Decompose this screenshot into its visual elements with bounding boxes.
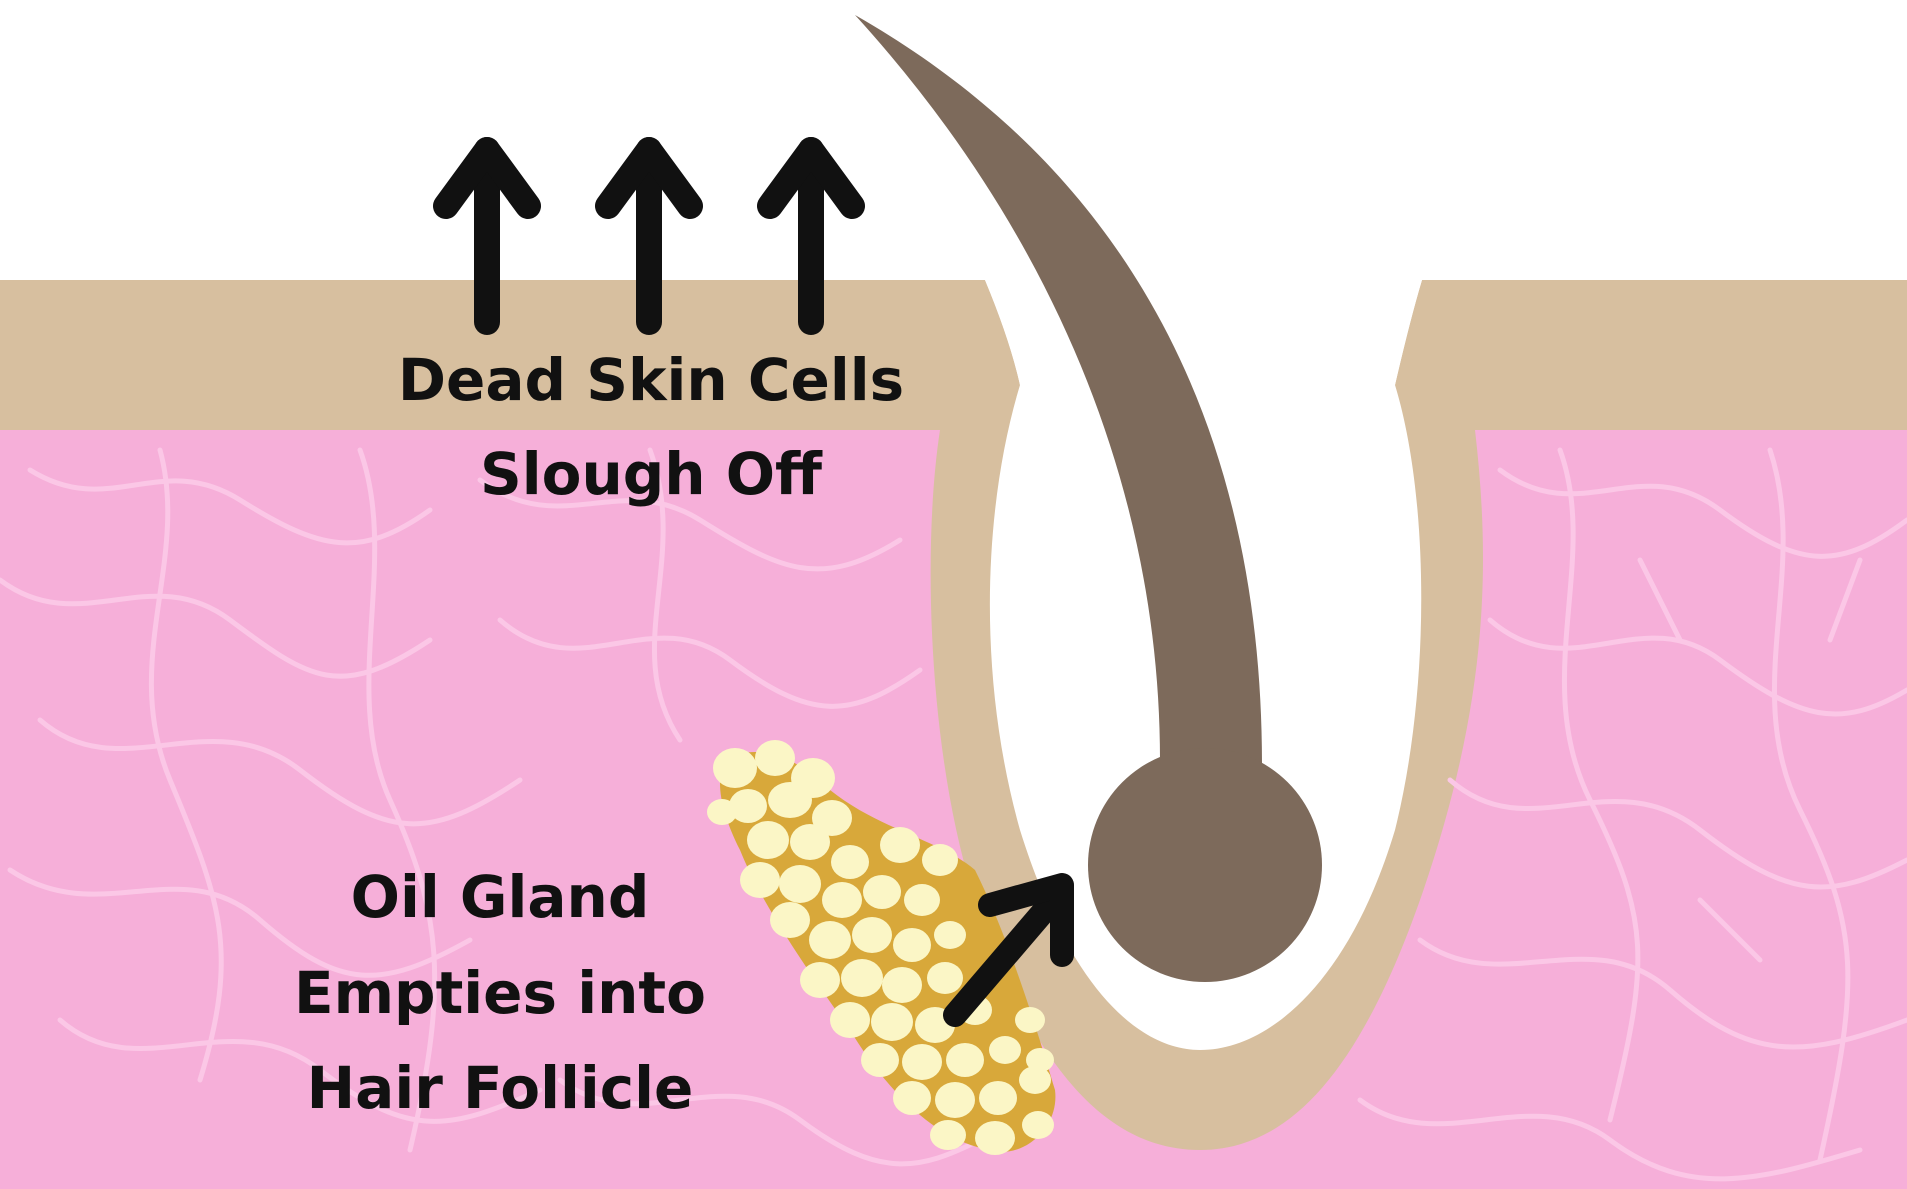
up-arrow-3 (757, 137, 865, 335)
oil-cell (770, 902, 810, 938)
oil-cell (893, 1081, 931, 1115)
up-arrow-1 (433, 137, 541, 335)
oil-cell (809, 921, 851, 959)
oil-cell (902, 1044, 942, 1080)
dead-skin-label-line2: Slough Off (480, 440, 823, 508)
dermis-layer (0, 430, 1907, 1189)
oil-cell (1026, 1048, 1054, 1072)
oil-cell (882, 967, 922, 1003)
slough-arrows (433, 137, 865, 335)
oil-cell (831, 845, 869, 879)
oil-cell (989, 1036, 1021, 1064)
dead-skin-label-line1: Dead Skin Cells (398, 346, 904, 414)
oil-cell (1015, 1007, 1045, 1033)
oil-gland (707, 740, 1056, 1155)
oil-cell (790, 824, 830, 860)
oil-cell (729, 789, 767, 823)
oil-gland-cells (707, 740, 1054, 1155)
oil-cell (975, 1121, 1015, 1155)
oil-gland-label-line2: Empties into (294, 959, 706, 1027)
oil-gland-label-line3: Hair Follicle (307, 1054, 694, 1122)
dermis-fibers (0, 447, 1907, 1182)
oil-cell (934, 921, 966, 949)
oil-cell (861, 1043, 899, 1077)
oil-cell (880, 827, 920, 863)
oil-cell (893, 928, 931, 962)
oil-cell (863, 875, 901, 909)
oil-cell (822, 882, 862, 918)
oil-cell (871, 1003, 913, 1041)
oil-cell (922, 844, 958, 876)
oil-cell (852, 917, 892, 953)
oil-cell (904, 884, 940, 916)
oil-cell (768, 782, 812, 818)
oil-cell (747, 821, 789, 859)
oil-cell (946, 1043, 984, 1077)
oil-cell (927, 962, 963, 994)
up-arrow-2 (595, 137, 703, 335)
oil-cell (740, 862, 780, 898)
oil-cell (707, 799, 737, 825)
oil-cell (779, 865, 821, 903)
oil-cell (841, 959, 883, 997)
oil-cell (930, 1120, 966, 1150)
oil-gland-arrow (943, 873, 1074, 1027)
oil-gland-label-line1: Oil Gland (351, 863, 650, 931)
oil-cell (713, 748, 757, 788)
oil-cell (755, 740, 795, 776)
hair-bulb (1088, 748, 1322, 982)
oil-cell (1022, 1111, 1054, 1139)
oil-cell (935, 1082, 975, 1118)
hair-strand (855, 15, 1262, 765)
oil-cell (812, 800, 852, 836)
oil-cell (979, 1081, 1017, 1115)
oil-cell (830, 1002, 870, 1038)
arrow-shaft-ends (474, 300, 824, 322)
oil-cell (800, 962, 840, 998)
oil-cell (1019, 1066, 1051, 1094)
